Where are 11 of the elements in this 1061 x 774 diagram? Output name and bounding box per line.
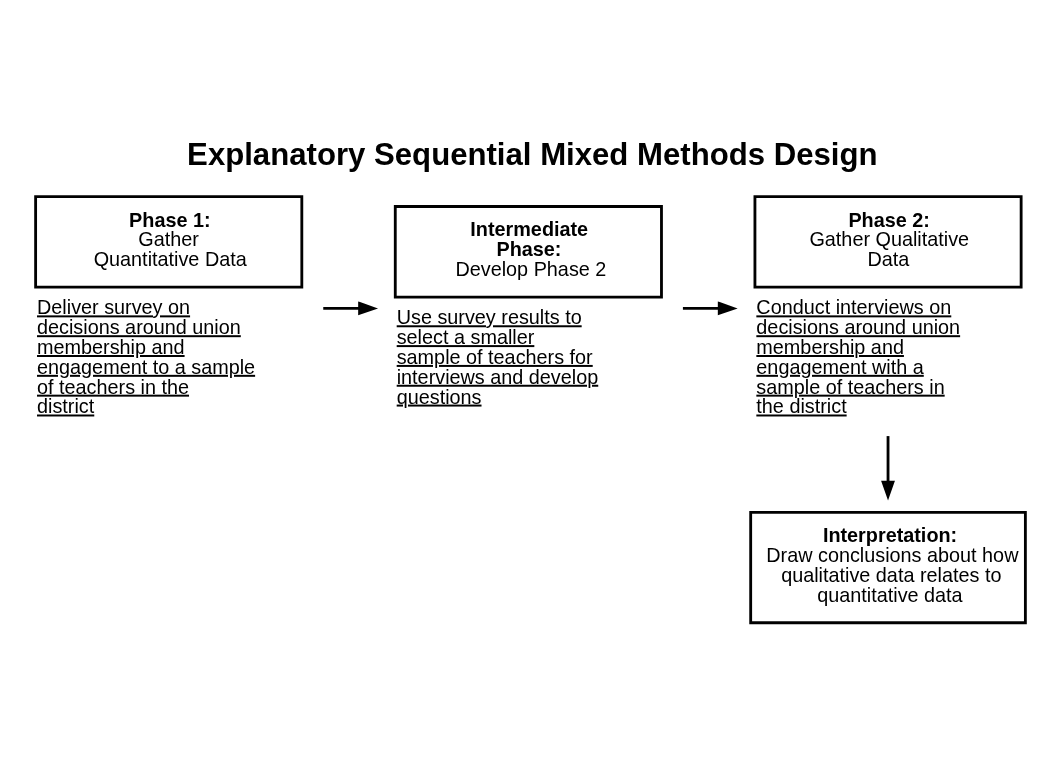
node-box: Phase 2: Gather Qualitative Data (753, 195, 1023, 289)
arrow (881, 436, 895, 501)
arrow (682, 301, 738, 316)
node-label: Use survey results to select a smaller sample of teachers for interviews and develop questions (396, 306, 599, 408)
node-label: Deliver survey on decisions around union membership and engagement to a sample of teachers in the district (37, 296, 256, 418)
node-box: Phase 1: Gather Quantitative Data (34, 195, 304, 289)
node-box: Intermediate Phase: Develop Phase 2 (393, 205, 663, 299)
diagram-title: Explanatory Sequential Mixed Methods Design (187, 136, 878, 172)
node-label: Conduct interviews on decisions around union membership and engagement with a sample of teachers in the district (756, 296, 961, 418)
arrow (323, 301, 379, 316)
node-box: Interpretation: Draw conclusions about how qualitative data relates to quantitative data (749, 510, 1027, 625)
